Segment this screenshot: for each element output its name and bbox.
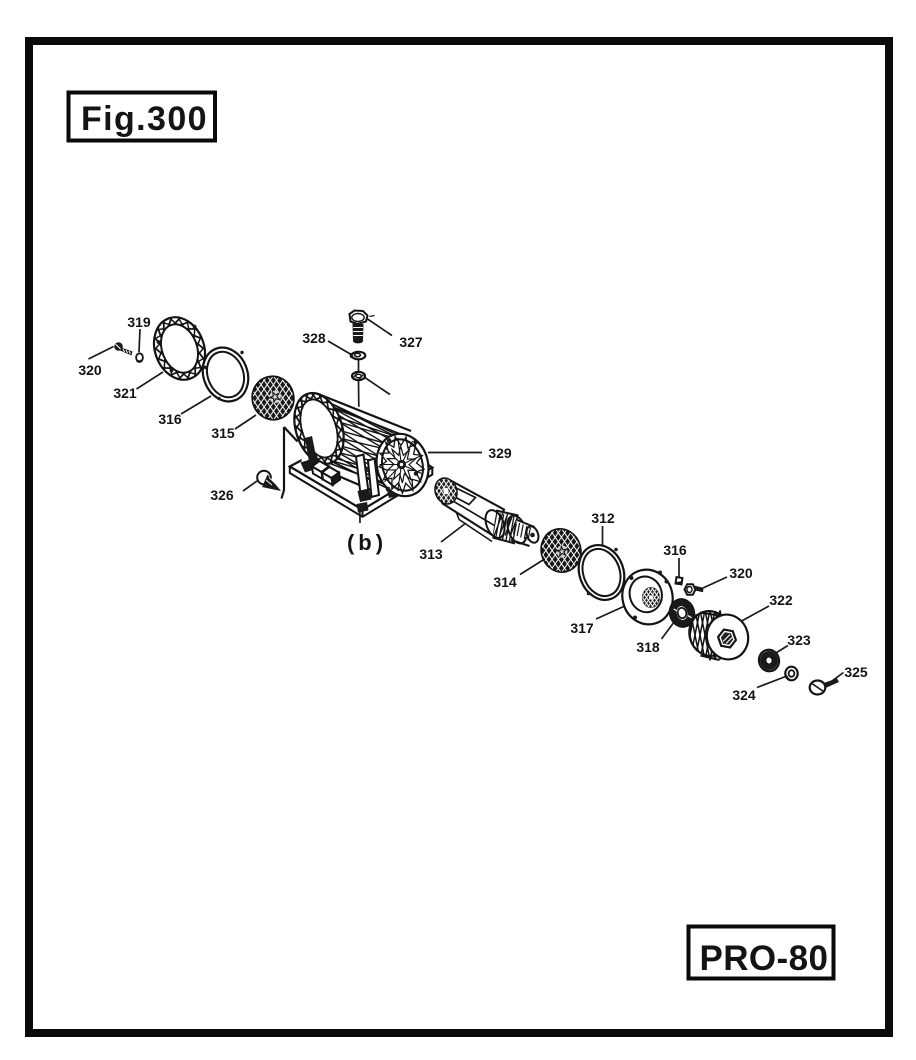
svg-text:323: 323 bbox=[787, 632, 811, 648]
svg-text:329: 329 bbox=[488, 445, 512, 461]
svg-text:316: 316 bbox=[158, 411, 182, 427]
svg-text:(b): (b) bbox=[347, 530, 387, 555]
svg-text:315: 315 bbox=[211, 425, 235, 441]
svg-text:320: 320 bbox=[729, 565, 753, 581]
svg-text:326: 326 bbox=[210, 487, 234, 503]
svg-text:Fig.300: Fig.300 bbox=[81, 100, 208, 138]
svg-text:316: 316 bbox=[663, 542, 687, 558]
svg-text:320: 320 bbox=[78, 362, 102, 378]
svg-text:322: 322 bbox=[769, 592, 793, 608]
svg-text:314: 314 bbox=[493, 574, 517, 590]
svg-text:328: 328 bbox=[302, 330, 326, 346]
svg-text:PRO-80: PRO-80 bbox=[700, 939, 829, 978]
svg-text:324: 324 bbox=[732, 687, 756, 703]
svg-text:319: 319 bbox=[127, 314, 151, 330]
svg-text:312: 312 bbox=[591, 510, 615, 526]
svg-text:321: 321 bbox=[113, 385, 137, 401]
svg-text:327: 327 bbox=[399, 334, 423, 350]
svg-text:317: 317 bbox=[570, 620, 594, 636]
svg-text:318: 318 bbox=[636, 639, 660, 655]
svg-text:325: 325 bbox=[844, 664, 868, 680]
svg-text:313: 313 bbox=[419, 546, 443, 562]
